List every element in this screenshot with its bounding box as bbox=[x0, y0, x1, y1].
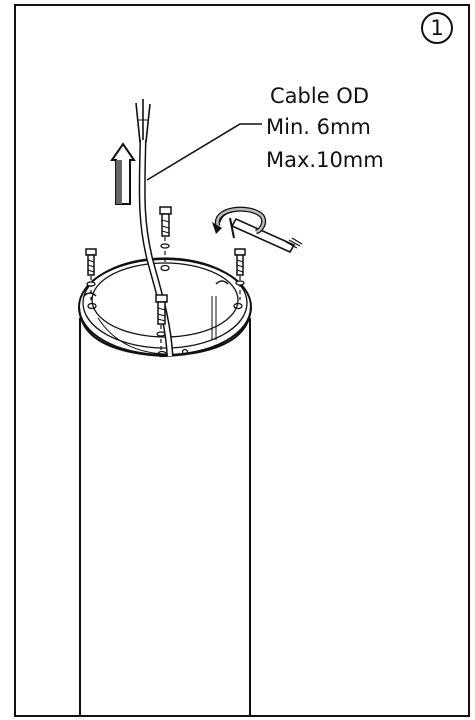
screw-left bbox=[85, 248, 97, 300]
cable-od-title: Cable OD bbox=[270, 84, 369, 108]
tighten-rotation-arrow-icon bbox=[212, 206, 267, 235]
cable-od-max: Max.10mm bbox=[266, 148, 384, 172]
screw-right bbox=[234, 248, 246, 300]
diagram-frame bbox=[14, 4, 470, 717]
screw-top-center bbox=[159, 206, 172, 262]
pole bbox=[79, 318, 251, 717]
pull-up-arrow-icon bbox=[110, 142, 136, 205]
cable-od-min: Min. 6mm bbox=[266, 115, 371, 139]
hex-key-tool bbox=[229, 217, 303, 254]
screw-front bbox=[155, 294, 168, 350]
step-number-badge: 1 bbox=[421, 12, 453, 44]
cable-callout-leader bbox=[146, 123, 262, 181]
screws bbox=[85, 206, 246, 350]
